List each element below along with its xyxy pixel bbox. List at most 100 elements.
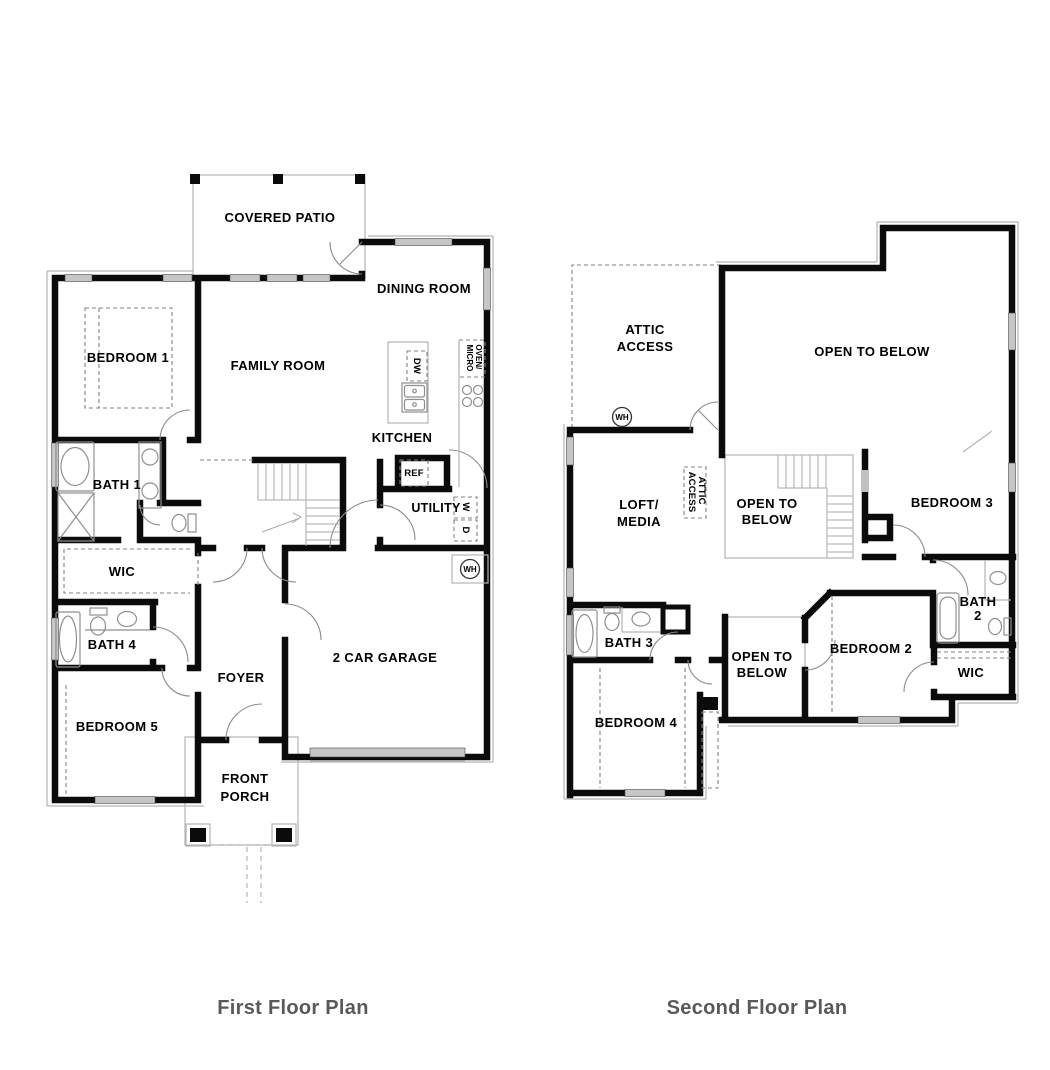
window xyxy=(1008,312,1016,351)
label-attic-access-vertical: ATTIC ACCESS xyxy=(686,472,707,513)
label-foyer: FOYER xyxy=(218,670,265,685)
label-loft-media: MEDIA xyxy=(617,514,661,529)
bathtub-icon xyxy=(575,613,594,654)
window xyxy=(566,614,574,656)
label-open-to-below: OPEN TO BELOW xyxy=(814,344,930,359)
label-ref: REF xyxy=(404,468,424,479)
kitchen-sink-icon xyxy=(412,402,417,407)
window xyxy=(483,267,491,311)
door-arc xyxy=(152,626,189,663)
window xyxy=(566,436,574,466)
porch-step-lines xyxy=(210,844,272,903)
kitchen-sink-icon xyxy=(403,398,426,411)
door-arc xyxy=(161,667,191,697)
label-open-to-below-mid: OPEN TO xyxy=(736,496,797,511)
door-arc xyxy=(261,547,297,583)
second-floor-plan: ATTIC ACCESS OPEN TO BELOW LOFT/ MEDIA A… xyxy=(563,221,1019,800)
sink-icon xyxy=(141,482,159,500)
closet-shelving xyxy=(63,548,190,594)
label-attic-access: ACCESS xyxy=(617,339,674,354)
vanity-icon xyxy=(984,560,1011,601)
window xyxy=(857,716,901,724)
vanity-icon xyxy=(138,441,162,509)
closet-outline xyxy=(701,711,719,789)
door-arc xyxy=(379,504,416,541)
wall-chunk xyxy=(698,697,718,710)
refrigerator-icon xyxy=(399,459,429,487)
staircase xyxy=(777,455,853,558)
door-arc xyxy=(329,241,363,275)
label-dryer: D xyxy=(460,526,471,533)
patio-post xyxy=(355,174,365,184)
bathtub-icon xyxy=(60,446,90,487)
door-arc xyxy=(225,703,263,741)
label-front-porch: PORCH xyxy=(221,789,270,804)
door-arc xyxy=(649,631,679,661)
door-arc xyxy=(448,449,488,489)
first-floor-caption: First Floor Plan xyxy=(217,997,368,1019)
toilet-icon xyxy=(604,612,620,632)
exterior-offset-lines xyxy=(46,235,494,807)
window xyxy=(64,274,93,282)
porch-column xyxy=(276,828,292,842)
window xyxy=(51,442,59,488)
corner-detail xyxy=(962,430,993,453)
label-open-to-below-mid: BELOW xyxy=(742,512,793,527)
bathtub-icon xyxy=(571,609,598,658)
label-bedroom-3: BEDROOM 3 xyxy=(911,495,993,510)
toilet-icon xyxy=(1003,617,1012,636)
label-bath-2: 2 xyxy=(974,608,982,623)
shower-icon xyxy=(57,492,95,542)
windows xyxy=(51,238,491,804)
label-bedroom-5: BEDROOM 5 xyxy=(76,719,158,734)
label-open-to-below-small: OPEN TO xyxy=(731,649,792,664)
window xyxy=(229,274,261,282)
stairwell-outline xyxy=(724,454,854,559)
door-swing-arcs xyxy=(649,401,969,693)
window xyxy=(266,274,298,282)
vanity-icon xyxy=(621,607,660,633)
dishwasher-icon xyxy=(406,350,428,382)
door-arc xyxy=(284,603,322,641)
kitchen-sink-icon xyxy=(403,384,426,398)
second-floor-caption: Second Floor Plan xyxy=(667,997,848,1019)
door-leaf xyxy=(862,470,868,492)
cooktop-icon xyxy=(461,384,473,396)
water-heater-pad xyxy=(451,554,489,584)
window xyxy=(162,274,193,282)
bathtub-icon xyxy=(55,611,81,668)
label-covered-patio: COVERED PATIO xyxy=(225,210,336,225)
label-loft-media: LOFT/ xyxy=(619,497,659,512)
label-family-room: FAMILY ROOM xyxy=(231,358,326,373)
toilet-icon xyxy=(89,616,107,636)
window xyxy=(394,238,453,246)
label-oven-micro: OVEN/ MICRO xyxy=(465,344,483,371)
sink-icon xyxy=(116,610,138,628)
label-kitchen: KITCHEN xyxy=(372,430,433,445)
label-dining-room: DINING ROOM xyxy=(377,281,471,296)
window xyxy=(94,796,156,804)
label-front-porch: FRONT xyxy=(222,771,269,786)
bathtub-icon xyxy=(936,592,960,644)
toilet-icon xyxy=(987,617,1003,636)
washer-icon xyxy=(453,496,478,519)
door-arc xyxy=(212,547,248,583)
attic-boundary xyxy=(571,264,722,428)
label-bedroom-2: BEDROOM 2 xyxy=(830,641,912,656)
door-arc xyxy=(687,659,713,685)
window xyxy=(1008,462,1016,493)
cooktop-icon xyxy=(472,396,484,408)
door-arc xyxy=(903,661,935,693)
door-arc xyxy=(804,639,836,671)
kitchen-sink-icon xyxy=(401,382,428,413)
label-bath-4: BATH 4 xyxy=(88,637,137,652)
staircase xyxy=(257,464,340,546)
dryer-icon xyxy=(453,519,478,542)
label-wic: WIC xyxy=(109,564,136,579)
first-floor-plan: COVERED PATIO DINING ROOM BEDROOM 1 FAMI… xyxy=(46,174,494,903)
window xyxy=(51,617,59,661)
toilet-icon xyxy=(171,513,187,533)
stair-direction-arrow xyxy=(261,512,302,533)
label-bath-1: BATH 1 xyxy=(93,477,141,492)
